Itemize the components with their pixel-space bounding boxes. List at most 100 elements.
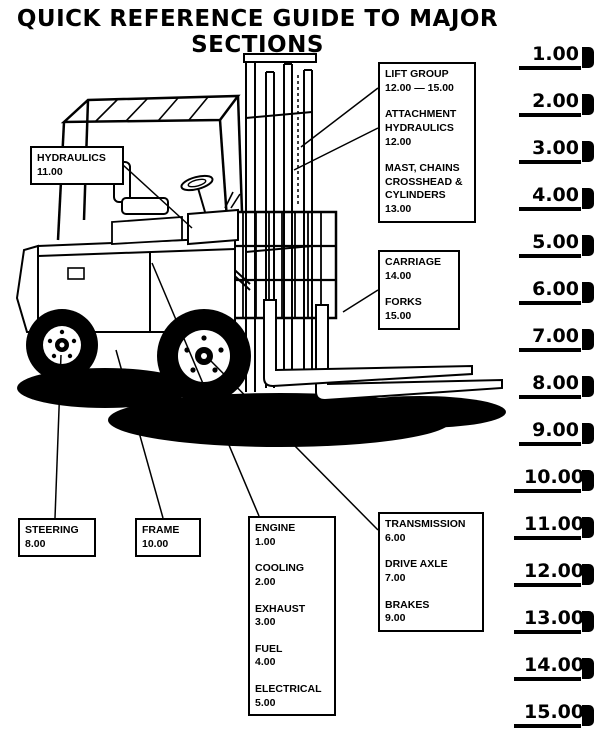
section-tab: 6.00: [514, 279, 594, 305]
tab-marker-icon: [582, 187, 594, 209]
callout-entry: LIFT GROUP 12.00 — 15.00: [385, 68, 469, 95]
section-tab: 7.00: [514, 326, 594, 352]
tab-number: 8.00: [519, 373, 581, 399]
callout-section: 12.00: [385, 135, 412, 148]
mast-group: [225, 53, 317, 392]
callout-entry: FORKS 15.00: [385, 296, 453, 323]
section-tab: 13.00: [514, 608, 594, 634]
callout-section: 11.00: [37, 165, 63, 178]
callout-label: FRAME: [142, 524, 180, 536]
callout-label: STEERING: [25, 524, 79, 536]
section-tab: 9.00: [514, 420, 594, 446]
rear-wheel: [26, 309, 98, 381]
section-tab: 5.00: [514, 232, 594, 258]
callout-label: COOLING: [255, 562, 304, 575]
callout-section: 5.00: [255, 696, 276, 709]
tab-marker-icon: [582, 281, 594, 303]
section-tab: 3.00: [514, 138, 594, 164]
callout-entry: ENGINE 1.00: [255, 522, 329, 549]
callout-label: DRIVE AXLE: [385, 558, 448, 571]
tab-number: 15.00: [514, 702, 584, 728]
callout-entry: STEERING 8.00: [25, 524, 89, 551]
callout-section: 6.00: [385, 531, 406, 544]
tab-marker-icon: [582, 140, 594, 162]
tab-number: 6.00: [519, 279, 581, 305]
callout-label: MAST, CHAINS CROSSHEAD & CYLINDERS: [385, 162, 463, 202]
callout-entry: ELECTRICAL 5.00: [255, 683, 329, 710]
section-tab: 15.00: [514, 702, 594, 728]
leader-lines: [54, 87, 379, 531]
callout-label: LIFT GROUP: [385, 68, 449, 80]
section-tab: 4.00: [514, 185, 594, 211]
callout-section: 10.00: [142, 537, 169, 550]
callout-section: 3.00: [255, 616, 276, 629]
tab-marker-icon: [582, 46, 594, 68]
tab-marker-icon: [582, 516, 594, 538]
callout-section: 14.00: [385, 269, 412, 282]
tab-number: 4.00: [519, 185, 581, 211]
steering-wheel: [180, 174, 241, 246]
callout-label: HYDRAULICS: [37, 152, 106, 164]
tab-number: 5.00: [519, 232, 581, 258]
tab-marker-icon: [582, 234, 594, 256]
callout-section: 1.00: [255, 535, 276, 548]
carriage-group: [228, 210, 338, 320]
callout-lift-group: LIFT GROUP 12.00 — 15.00 ATTACHMENT HYDR…: [378, 62, 476, 223]
tab-number: 2.00: [519, 91, 581, 117]
tab-marker-icon: [582, 610, 594, 632]
callout-entry: TRANSMISSION 6.00: [385, 518, 477, 545]
tab-number: 9.00: [519, 420, 581, 446]
tab-number: 3.00: [519, 138, 581, 164]
callout-label: ATTACHMENT HYDRAULICS: [385, 108, 457, 134]
callout-engine-group: ENGINE 1.00 COOLING 2.00 EXHAUST 3.00 FU…: [248, 516, 336, 717]
callout-entry: EXHAUST 3.00: [255, 603, 329, 630]
tab-marker-icon: [582, 328, 594, 350]
tab-marker-icon: [582, 563, 594, 585]
tab-marker-icon: [582, 93, 594, 115]
forks-group: [263, 299, 503, 402]
ground-shadow: [17, 368, 506, 447]
front-wheel: [157, 309, 251, 403]
callout-entry: HYDRAULICS 11.00: [37, 152, 117, 179]
callout-label: ELECTRICAL: [255, 683, 322, 696]
callout-entry: MAST, CHAINS CROSSHEAD & CYLINDERS 13.00: [385, 162, 469, 217]
callout-section: 4.00: [255, 656, 276, 669]
callout-label: FORKS: [385, 296, 422, 309]
section-tab: 1.00: [514, 44, 594, 70]
tab-marker-icon: [582, 704, 594, 726]
callout-entry: DRIVE AXLE 7.00: [385, 558, 477, 585]
tab-number: 1.00: [519, 44, 581, 70]
tab-marker-icon: [582, 422, 594, 444]
tab-marker-icon: [582, 657, 594, 679]
callout-steering: STEERING 8.00: [18, 518, 96, 558]
callout-section: 7.00: [385, 571, 406, 584]
callout-entry: BRAKES 9.00: [385, 599, 477, 626]
tab-number: 14.00: [514, 655, 584, 681]
section-tab: 8.00: [514, 373, 594, 399]
callout-entry: CARRIAGE 14.00: [385, 256, 453, 283]
section-tab: 10.00: [514, 467, 594, 493]
callout-frame: FRAME 10.00: [135, 518, 201, 558]
tab-marker-icon: [582, 375, 594, 397]
callout-label: EXHAUST: [255, 602, 306, 615]
page-title: QUICK REFERENCE GUIDE TO MAJOR SECTIONS: [16, 6, 499, 58]
callout-entry: ATTACHMENT HYDRAULICS 12.00: [385, 108, 469, 149]
callout-section: 13.00: [385, 203, 412, 216]
callout-hydraulics: HYDRAULICS 11.00: [30, 146, 124, 186]
section-tab: 11.00: [514, 514, 594, 540]
callout-transmission-group: TRANSMISSION 6.00 DRIVE AXLE 7.00 BRAKES…: [378, 512, 484, 632]
callout-entry: COOLING 2.00: [255, 562, 329, 589]
section-tab: 2.00: [514, 91, 594, 117]
callout-section: 9.00: [385, 612, 406, 625]
section-tab-index: 1.00 2.00 3.00 4.00 5.00 6.00 7.00 8.00: [514, 44, 594, 728]
callout-label: TRANSMISSION: [385, 518, 466, 530]
callout-section: 15.00: [385, 309, 412, 322]
callout-section: 12.00 — 15.00: [385, 81, 454, 94]
section-tab: 12.00: [514, 561, 594, 587]
callout-label: BRAKES: [385, 598, 430, 611]
callout-entry: FRAME 10.00: [142, 524, 194, 551]
tab-marker-icon: [582, 469, 594, 491]
tab-number: 13.00: [514, 608, 584, 634]
tab-number: 7.00: [519, 326, 581, 352]
